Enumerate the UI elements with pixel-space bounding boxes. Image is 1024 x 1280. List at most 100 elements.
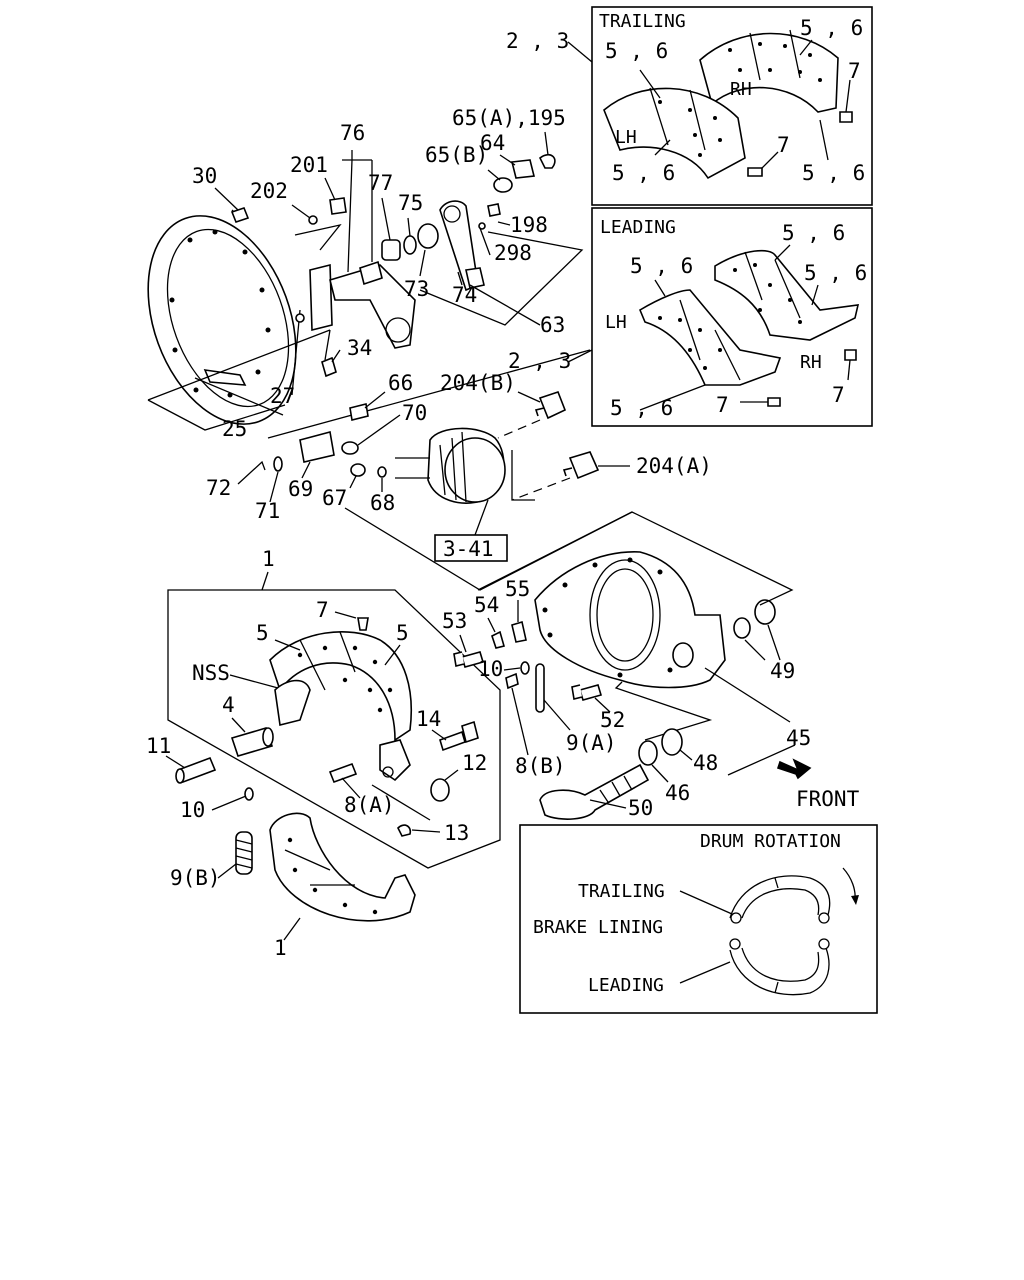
callout-10: 10 [478, 657, 503, 681]
callout-25: 25 [222, 417, 247, 441]
ref-3-41-box [434, 534, 508, 562]
callout-54: 54 [474, 593, 499, 617]
callout-5-6: 5 , 6 [612, 161, 675, 185]
callout-202: 202 [250, 179, 288, 203]
leading-title: LEADING [600, 217, 676, 238]
callout-72: 72 [206, 476, 231, 500]
callout-34: 34 [347, 336, 372, 360]
callout-77: 77 [368, 171, 393, 195]
callout-8a: 8(A) [344, 793, 395, 817]
lh-label: LH [605, 312, 627, 333]
trailing-title: TRAILING [599, 11, 686, 32]
callout-1: 1 [262, 547, 275, 571]
slack-adjuster [439, 200, 485, 292]
brake-chamber [395, 427, 506, 504]
callout-76: 76 [340, 121, 365, 145]
callout-7: 7 [777, 133, 790, 157]
callout-12: 12 [462, 751, 487, 775]
callout-73: 73 [404, 277, 429, 301]
callout-7: 7 [316, 598, 329, 622]
callout-27: 27 [270, 384, 295, 408]
spring-9a [535, 663, 545, 713]
rivet-icon [747, 167, 763, 177]
clevis-69 [299, 431, 335, 463]
callout-5: 5 [256, 621, 269, 645]
callout-68: 68 [370, 491, 395, 515]
callout-7: 7 [716, 393, 729, 417]
bolt-30 [230, 207, 250, 223]
trailing-label: TRAILING [578, 881, 665, 902]
leading-label: LEADING [588, 975, 664, 996]
callout-65b: 65(B) [425, 143, 488, 167]
callout-5-6: 5 , 6 [605, 39, 668, 63]
camshaft-50 [539, 763, 650, 820]
fitting-204a [562, 451, 600, 480]
trailing-lh-lining [603, 87, 746, 180]
trailing-inset: TRAILING 5 , 6 5 , 6 5 , 6 5 , 6 7 7 RH … [591, 6, 873, 206]
callout-204a: 204(A) [636, 454, 712, 478]
callout-66: 66 [388, 371, 413, 395]
leading-inset: LEADING 5 , 6 5 , 6 5 , 6 5 , 6 LH RH 7 … [591, 207, 873, 427]
spring-9b [235, 831, 253, 875]
callout-5-6: 5 , 6 [802, 161, 865, 185]
callout-5-6: 5 , 6 [800, 16, 863, 40]
bolt-34 [321, 356, 337, 378]
callout-53: 53 [442, 609, 467, 633]
brake-lining-label: BRAKE LINING [533, 917, 663, 938]
front-label: FRONT [796, 787, 860, 811]
rotation-arrow-icon [851, 895, 859, 905]
callout-45: 45 [786, 726, 811, 750]
drum-rotation-inset: DRUM ROTATION TRAILING BRAKE LINING LEAD… [519, 824, 878, 1014]
pin-8a [328, 762, 358, 784]
callout-nss: NSS [192, 661, 230, 685]
ref-3-41: 3-41 [443, 537, 494, 561]
callout-10: 10 [180, 798, 205, 822]
rivet-icon [767, 397, 781, 407]
callout-5-6: 5 , 6 [804, 261, 867, 285]
callout-67: 67 [322, 486, 347, 510]
front-arrow-icon [776, 758, 812, 780]
fitting-204b [534, 391, 567, 420]
callout-48: 48 [693, 751, 718, 775]
lh-label: LH [615, 127, 637, 148]
callout-5: 5 [396, 621, 409, 645]
leading-rh-lining [714, 249, 860, 341]
pin-11 [175, 756, 217, 784]
bolt-14 [439, 720, 479, 752]
spider-housing [534, 551, 726, 689]
rh-label: RH [730, 79, 752, 100]
callout-5-6: 5 , 6 [630, 254, 693, 278]
rivet-icon [839, 111, 853, 123]
callout-75: 75 [398, 191, 423, 215]
callout-9a: 9(A) [566, 731, 617, 755]
rh-label: RH [800, 352, 822, 373]
callout-50: 50 [628, 796, 653, 820]
callout-1: 1 [274, 936, 287, 960]
callout-13: 13 [444, 821, 469, 845]
callout-46: 46 [665, 781, 690, 805]
callout-64: 64 [480, 131, 505, 155]
rivet-icon [844, 349, 857, 361]
callout-4: 4 [222, 693, 235, 717]
callout-2-3: 2 , 3 [506, 29, 569, 53]
callout-49: 49 [770, 659, 795, 683]
callout-14: 14 [416, 707, 441, 731]
callout-5-6: 5 , 6 [782, 221, 845, 245]
callout-204b: 204(B) [440, 371, 516, 395]
bushings-49 [733, 599, 776, 639]
leading-lh-lining [638, 289, 782, 386]
callout-71: 71 [255, 499, 280, 523]
callout-8b: 8(B) [515, 754, 566, 778]
callout-11: 11 [146, 734, 171, 758]
callout-298: 298 [494, 241, 532, 265]
callout-55: 55 [505, 577, 530, 601]
callout-65a-195: 65(A),195 [452, 106, 566, 130]
roller-12 [430, 778, 450, 802]
callout-30: 30 [192, 164, 217, 188]
seals-46-48 [638, 728, 683, 766]
drum-rotation-title: DRUM ROTATION [700, 831, 841, 852]
brake-shoe-lower [269, 812, 416, 922]
callout-7: 7 [848, 59, 861, 83]
trailing-rh-lining [699, 32, 839, 113]
callout-52: 52 [600, 708, 625, 732]
